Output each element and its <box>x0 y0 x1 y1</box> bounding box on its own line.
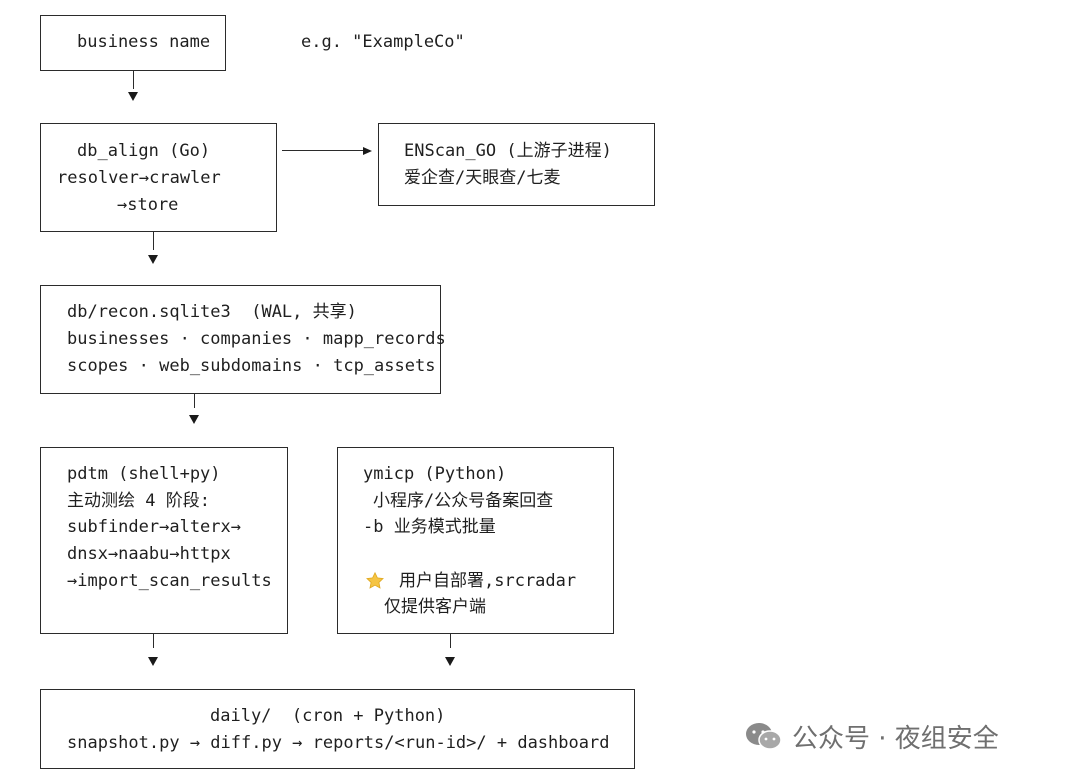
ymicp-batch: -b 业务模式批量 <box>363 517 496 537</box>
pdtm-box <box>40 447 288 634</box>
enscan-title: ENScan_GO (上游子进程) <box>404 141 612 161</box>
database-title: db/recon.sqlite3 (WAL, 共享) <box>67 302 357 322</box>
arrow-right-icon <box>363 147 372 155</box>
pdtm-step-2: dnsx→naabu→httpx <box>67 544 231 564</box>
connector-align-to-enscan <box>282 150 364 151</box>
connector-name-to-align <box>133 71 134 89</box>
ymicp-client-only: 仅提供客户端 <box>384 597 486 617</box>
example-note: e.g. "ExampleCo" <box>301 32 465 52</box>
enscan-box <box>378 123 655 206</box>
ymicp-box <box>337 447 614 634</box>
db-align-title: db_align (Go) <box>77 141 211 161</box>
pdtm-title: pdtm (shell+py) <box>67 464 221 484</box>
connector-db-to-tools <box>194 394 195 408</box>
ymicp-self-deploy: 用户自部署,srcradar <box>399 571 577 591</box>
watermark: 公众号 · 夜组安全 <box>744 718 999 755</box>
wechat-icon <box>746 722 782 750</box>
database-box <box>40 285 441 394</box>
pdtm-step-1: subfinder→alterx→ <box>67 517 241 537</box>
ymicp-miniprogram: 小程序/公众号备案回查 <box>373 491 554 511</box>
database-tables-row1: businesses · companies · mapp_records <box>67 329 446 349</box>
db-align-store: →store <box>117 195 179 215</box>
star-icon <box>366 571 384 589</box>
connector-pdtm-to-daily <box>153 634 154 648</box>
arrow-down-icon <box>148 657 158 666</box>
business-name-box <box>40 15 226 71</box>
enscan-sources: 爱企查/天眼查/七麦 <box>404 168 561 188</box>
arrow-down-icon <box>148 255 158 264</box>
pdtm-step-3: →import_scan_results <box>67 571 272 591</box>
db-align-pipeline: resolver→crawler <box>57 168 221 188</box>
daily-title: daily/ (cron + Python) <box>210 706 446 726</box>
ymicp-title: ymicp (Python) <box>363 464 507 484</box>
arrow-down-icon <box>128 92 138 101</box>
database-tables-row2: scopes · web_subdomains · tcp_assets <box>67 356 436 376</box>
arrow-down-icon <box>189 415 199 424</box>
arrow-down-icon <box>445 657 455 666</box>
business-name-label: business name <box>77 32 211 52</box>
daily-box <box>40 689 635 769</box>
daily-pipeline: snapshot.py → diff.py → reports/<run-id>… <box>67 733 610 753</box>
db-align-box <box>40 123 277 232</box>
watermark-text: 公众号 · 夜组安全 <box>792 724 999 754</box>
connector-align-to-db <box>153 232 154 250</box>
connector-ymicp-to-daily <box>450 634 451 648</box>
pdtm-stages: 主动测绘 4 阶段: <box>67 491 210 511</box>
